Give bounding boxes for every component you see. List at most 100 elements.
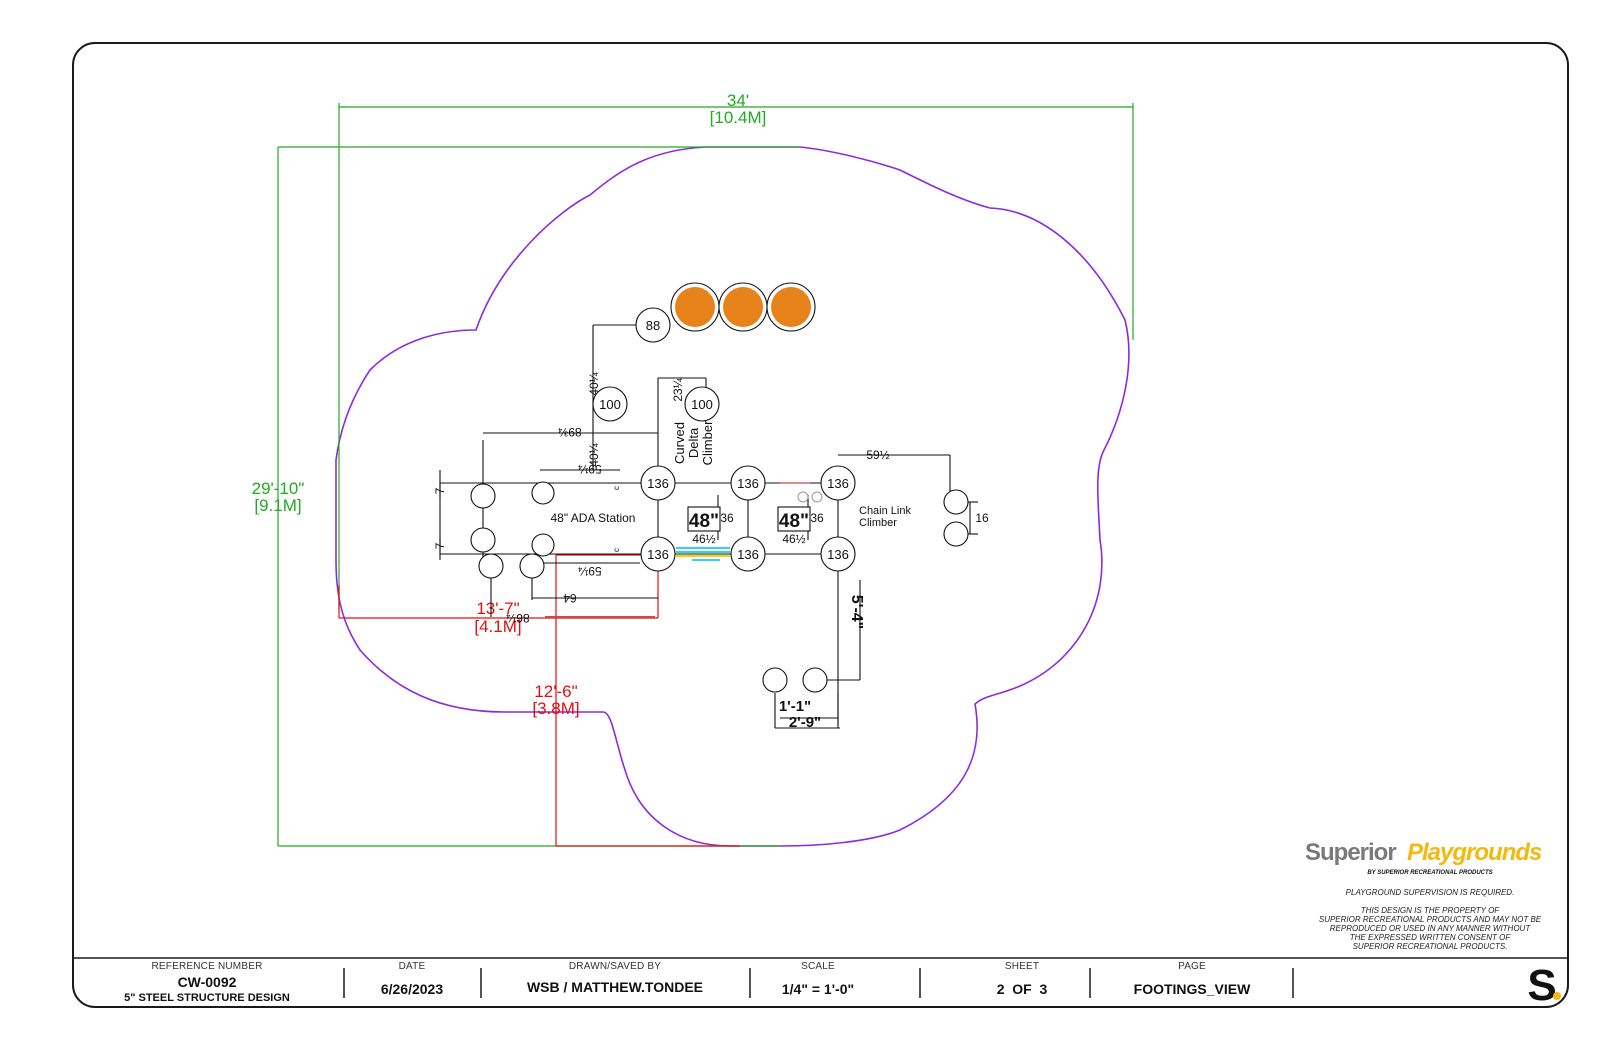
- dim-23: 23¼: [671, 377, 685, 401]
- spring-offset-dim: 5'-4": [848, 595, 865, 630]
- deck-heights: 48" 48": [687, 506, 811, 532]
- dim-89: 89¾: [557, 425, 581, 439]
- footing-fill-1: [675, 287, 715, 327]
- scale-label: SCALE: [801, 961, 835, 972]
- footing-136-e-label: 136: [737, 547, 759, 562]
- safety-zone-boundary: [335, 146, 1130, 847]
- depth-dimension-metric: [9.1M]: [254, 496, 301, 515]
- deck-height-a: 48": [689, 511, 719, 532]
- scale-value: 1/4" = 1'-0": [782, 981, 854, 997]
- ref-number-label: REFERENCE NUMBER: [152, 961, 263, 972]
- legal-line-5: SUPERIOR RECREATIONAL PRODUCTS.: [1353, 942, 1508, 951]
- offset-y-dimension: 12'-6": [534, 682, 577, 701]
- dim-16: 16: [975, 511, 989, 525]
- footing-100-a: [592, 386, 628, 422]
- footing-small-9: [762, 667, 788, 693]
- footing-100-a-label: 100: [599, 397, 621, 412]
- footing-small-10: [802, 667, 828, 693]
- sheet-border: [72, 42, 1569, 1008]
- dim-59-b: 59¼: [577, 564, 601, 578]
- footing-136-e: [730, 536, 766, 572]
- offset-y-dimension-metric: [3.8M]: [532, 699, 579, 718]
- dim-36-b: 36: [810, 511, 824, 525]
- footing-100-b-label: 100: [691, 397, 713, 412]
- footing-small-3: [531, 481, 555, 505]
- footing-136-f-label: 136: [827, 547, 849, 562]
- svg-text:c: c: [612, 548, 621, 552]
- footing-136-a-label: 136: [647, 476, 669, 491]
- footing-group-orange: [670, 282, 816, 332]
- offset-x-dimension: 13'-7": [476, 599, 519, 618]
- legal-line-2: SUPERIOR RECREATIONAL PRODUCTS AND MAY N…: [1319, 915, 1542, 924]
- dim-46-a: 46½: [692, 532, 715, 546]
- chain-label-1: Chain Link: [859, 505, 911, 517]
- svg-text:c: c: [612, 486, 621, 490]
- width-dimension: 34': [727, 91, 749, 110]
- overall-dimensions: 34' [10.4M] 29'-10" [9.1M]: [252, 91, 1134, 847]
- cad-dimension-texts: 40¼ 40¼ 23¼ 89¾ 59¼ 59¼ 64 86¼ 59½ 16 7 …: [433, 371, 989, 625]
- spring-gap-dim: 1'-1": [779, 698, 811, 715]
- dim-46-b: 46½: [782, 532, 805, 546]
- footing-100-b: [684, 386, 720, 422]
- drawn-by-label: DRAWN/SAVED BY: [569, 961, 661, 972]
- brand-block: Superior Playgrounds BY SUPERIOR RECREAT…: [1305, 839, 1543, 951]
- dim-59-half: 59½: [866, 448, 889, 462]
- footing-small-2: [470, 527, 496, 553]
- offset-x-dimension-metric: [4.1M]: [474, 617, 521, 636]
- dim-59-a: 59¼: [577, 462, 601, 476]
- brand-name-a: Superior: [1305, 839, 1396, 866]
- ref-number-sub: 5" STEEL STRUCTURE DESIGN: [124, 992, 290, 1004]
- ref-number-value: CW-0092: [178, 974, 237, 990]
- footing-136-c-label: 136: [827, 476, 849, 491]
- brand-name-b: Playgrounds: [1407, 839, 1542, 866]
- legal-line-4: THE EXPRESSED WRITTEN CONSENT OF: [1350, 933, 1512, 942]
- dim-86: 86¼: [505, 611, 529, 625]
- ada-station-label: 48" ADA Station: [551, 511, 636, 525]
- component-labels: 48" ADA Station Curved Delta Climber Cha…: [551, 420, 912, 529]
- dim-40-b: 40¼: [587, 442, 601, 466]
- footing-tiny-2: [811, 491, 823, 503]
- dim-7-b: 7: [433, 542, 447, 549]
- depth-dimension: 29'-10": [252, 479, 305, 498]
- footing-136-b-label: 136: [737, 476, 759, 491]
- dim-40-a: 40¼: [587, 371, 601, 395]
- supervision-note: PLAYGROUND SUPERVISION IS REQUIRED.: [1346, 888, 1515, 897]
- spring-dimensions: 5'-4" 1'-1" 2'-9": [779, 595, 865, 731]
- footing-136-b: [730, 465, 766, 501]
- deck-strips: [545, 482, 810, 618]
- curved-label-3: Climber: [700, 420, 715, 465]
- date-label: DATE: [399, 961, 426, 972]
- footing-tiny-1: [797, 491, 809, 503]
- title-block: REFERENCE NUMBER CW-0092 5" STEEL STRUCT…: [73, 957, 1568, 1010]
- footing-small-5: [478, 553, 504, 579]
- footing-136-f: [820, 536, 856, 572]
- page-value: FOOTINGS_VIEW: [1134, 981, 1251, 997]
- curved-label-1: Curved: [672, 422, 687, 464]
- dim-36-a: 36: [720, 511, 734, 525]
- footing-small-6: [519, 553, 545, 579]
- legal-line-3: REPRODUCED OR USED IN ANY MANNER WITHOUT: [1330, 924, 1532, 933]
- footing-88-label: 88: [646, 318, 660, 333]
- deck-height-b: 48": [779, 511, 809, 532]
- brand-mark-letter: S: [1527, 961, 1556, 1010]
- spring-span-dim: 2'-9": [789, 714, 821, 731]
- footing-136-c: [820, 465, 856, 501]
- footing-small-4: [531, 533, 555, 557]
- page-label: PAGE: [1178, 961, 1206, 972]
- structure-frame: [439, 324, 978, 729]
- date-value: 6/26/2023: [381, 981, 443, 997]
- chain-label-2: Climber: [859, 517, 897, 529]
- footing-fill-3: [771, 287, 811, 327]
- footing-136-a: [640, 465, 676, 501]
- dim-7-a: 7: [433, 487, 447, 494]
- brand-byline: BY SUPERIOR RECREATIONAL PRODUCTS: [1367, 870, 1492, 876]
- footing-small-1: [470, 483, 496, 509]
- offset-dimensions: 13'-7" [4.1M] 12'-6" [3.8M]: [338, 554, 740, 847]
- dim-64: 64: [563, 591, 577, 605]
- sheet-label: SHEET: [1005, 961, 1039, 972]
- sheet-value: 2 OF 3: [997, 981, 1048, 997]
- brand-mark-dot: [1553, 992, 1561, 1000]
- footing-136-d-label: 136: [647, 547, 669, 562]
- footing-88: [635, 307, 671, 343]
